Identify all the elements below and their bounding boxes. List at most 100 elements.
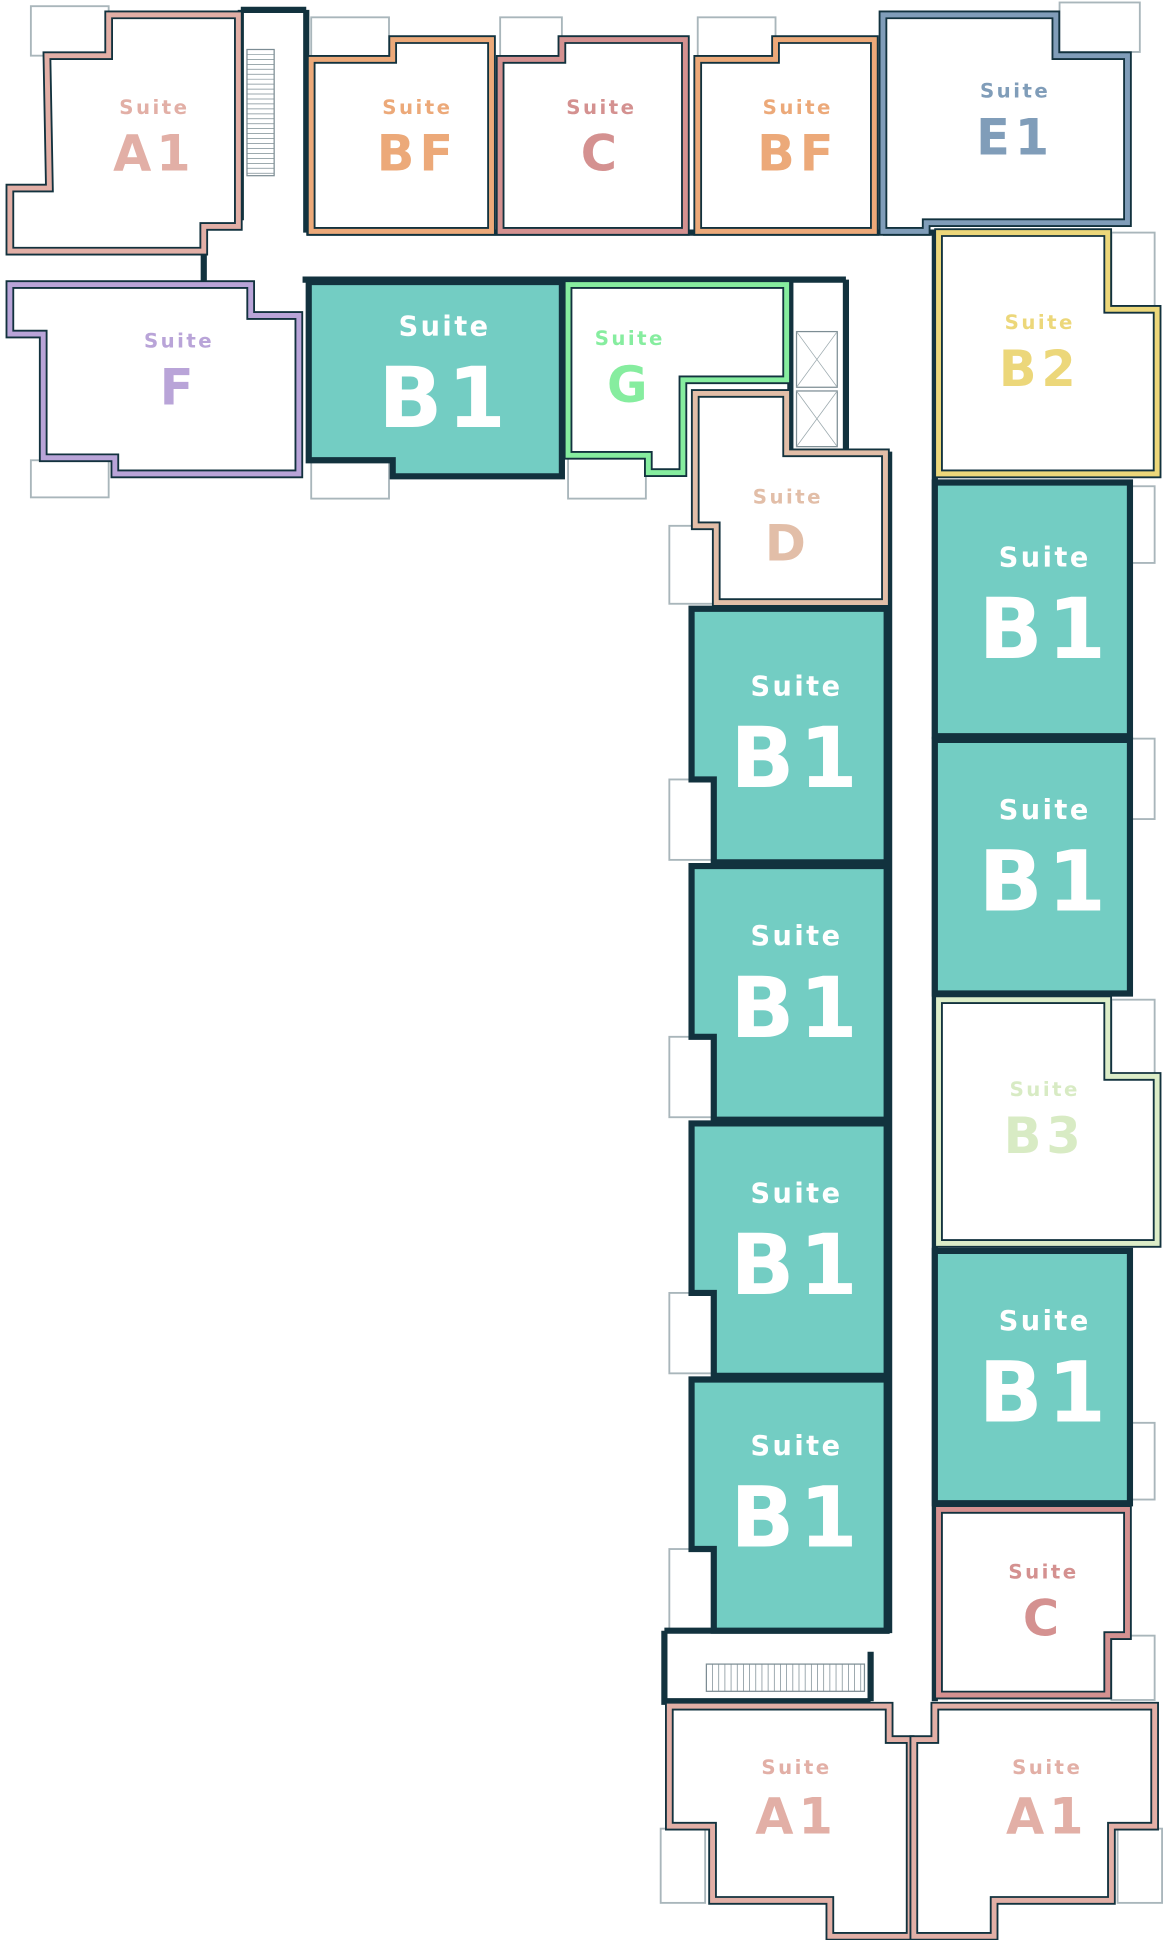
- suite-border: [936, 1506, 1130, 1698]
- suite-label: Suite: [1005, 311, 1075, 334]
- suite-code: BF: [377, 125, 458, 183]
- suite-code: G: [607, 356, 652, 414]
- suite-code: B1: [730, 959, 862, 1057]
- balcony: [310, 456, 390, 500]
- suite-label: Suite: [751, 671, 843, 702]
- suite-code: A1: [1006, 1788, 1088, 1846]
- suite-label: Suite: [1012, 1756, 1082, 1779]
- suite-code: B1: [979, 1344, 1111, 1442]
- suite-code: BF: [757, 125, 838, 183]
- suite-label: Suite: [980, 80, 1050, 103]
- suite-label: Suite: [399, 311, 491, 342]
- balcony: [668, 1035, 715, 1119]
- suite-outline: [931, 1247, 1134, 1507]
- balcony: [567, 456, 647, 500]
- balcony: [1058, 1, 1141, 53]
- suite-code: B1: [979, 833, 1111, 931]
- balcony: [696, 16, 777, 61]
- balcony: [668, 1548, 715, 1631]
- suite-border: [308, 37, 494, 234]
- suite-border: [497, 37, 688, 234]
- suite-label: Suite: [999, 795, 1091, 826]
- suite-border: [692, 390, 888, 606]
- balcony: [668, 1291, 715, 1375]
- stairs-icon: [246, 48, 275, 177]
- suite-border: [565, 282, 790, 476]
- balcony: [499, 16, 563, 61]
- suite-code: B3: [1004, 1107, 1086, 1165]
- suite-label: Suite: [753, 486, 823, 509]
- balcony: [1110, 231, 1156, 308]
- suite-code: E1: [976, 109, 1054, 167]
- suites-layer: SuiteA1SuiteBFSuiteCSuiteBFSuiteE1SuiteF…: [5, 10, 1162, 1940]
- suite-label: Suite: [1008, 1561, 1078, 1584]
- suite-outline: [688, 862, 890, 1123]
- suite-border: [911, 1703, 1158, 1939]
- suite-code: F: [160, 359, 199, 417]
- balcony: [668, 524, 715, 605]
- suite-label: Suite: [761, 1756, 831, 1779]
- suite-border: [666, 1703, 913, 1939]
- suite-label: Suite: [751, 921, 843, 952]
- suite-border: [880, 12, 1130, 234]
- suite-code: B1: [730, 1216, 862, 1314]
- suite-label: Suite: [763, 96, 833, 119]
- suite-label: Suite: [595, 327, 665, 350]
- balcony: [29, 5, 110, 57]
- suite-border: [936, 997, 1160, 1246]
- elevator-icon: [795, 390, 838, 448]
- suite-border: [695, 37, 877, 234]
- balcony: [668, 778, 715, 861]
- suite-outline: [688, 1376, 890, 1634]
- suite-outline: [5, 280, 304, 479]
- suite-outline: [931, 736, 1134, 997]
- suite-code: B1: [979, 580, 1111, 678]
- elevator-icon: [795, 330, 838, 388]
- suite-code: B1: [378, 349, 510, 447]
- balcony: [1110, 998, 1156, 1078]
- suite-label: Suite: [751, 1431, 843, 1462]
- suite-outline: [305, 278, 565, 480]
- suite-code: B1: [730, 1468, 862, 1566]
- balcony: [29, 459, 110, 499]
- suite-code: C: [581, 125, 622, 183]
- suite-code: C: [1023, 1590, 1064, 1648]
- suite-code: B2: [999, 340, 1081, 398]
- suite-code: B1: [730, 709, 862, 807]
- suite-label: Suite: [144, 330, 214, 353]
- balcony: [1110, 1634, 1156, 1701]
- suite-label: Suite: [566, 96, 636, 119]
- suite-label: Suite: [382, 96, 452, 119]
- suite-border: [936, 230, 1160, 477]
- suite-label: Suite: [751, 1179, 843, 1210]
- suite-label: Suite: [999, 543, 1091, 574]
- suite-label: Suite: [999, 1306, 1091, 1337]
- suite-label: Suite: [119, 96, 189, 119]
- suite-outline: [931, 479, 1134, 740]
- suite-code: A1: [755, 1788, 837, 1846]
- balcony: [1116, 1827, 1163, 1904]
- suite-border: [7, 282, 302, 477]
